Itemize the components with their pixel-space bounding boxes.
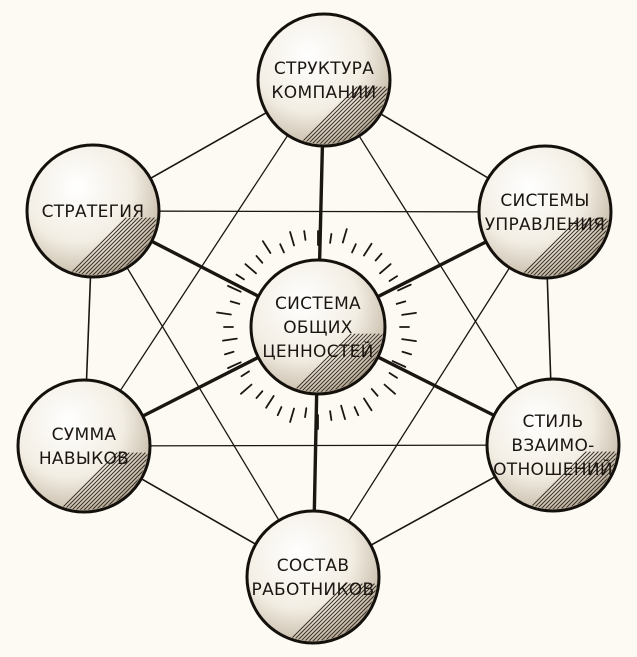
ray-mark [353, 406, 360, 417]
ray-mark [401, 312, 417, 316]
ray-mark [388, 275, 398, 282]
label-values-line-1: СИСТЕМА [275, 294, 361, 314]
ray-mark [255, 255, 264, 264]
ray-mark [289, 231, 295, 247]
ray-mark [401, 338, 417, 342]
ray-mark [395, 300, 407, 305]
label-staff-line-2: РАБОТНИКОВ [252, 580, 375, 600]
label-skills-line-1: СУММА [52, 425, 117, 445]
ray-mark [261, 240, 272, 254]
ray-mark [265, 395, 275, 409]
ray-mark [279, 243, 285, 254]
ray-mark [374, 252, 383, 262]
ray-mark [370, 388, 379, 397]
ray-mark [276, 406, 283, 417]
sphere-values [249, 258, 387, 396]
label-values-line-2: ОБЩИХ [283, 318, 353, 338]
edge-structure-style [323, 79, 554, 446]
sphere-skills [16, 378, 152, 514]
ray-mark [391, 360, 407, 368]
ray-mark [289, 407, 295, 423]
ray-mark [224, 350, 235, 356]
ray-mark [363, 242, 373, 257]
ray-mark [329, 410, 333, 421]
label-style-line-3: ОТНОШЕНИЙ [493, 458, 613, 480]
ray-mark [216, 311, 232, 316]
ray-mark [383, 383, 396, 395]
ray-mark [240, 370, 250, 378]
label-skills-line-2: НАВЫКОВ [39, 449, 129, 469]
edge-systems-staff [312, 211, 546, 578]
label-style-line-2: ВЗАИМО- [511, 436, 594, 456]
label-structure-line-2: КОМПАНИИ [271, 83, 376, 103]
edge-structure-skills [83, 79, 325, 447]
ray-mark [227, 284, 242, 293]
sphere-structure [256, 12, 392, 148]
label-structure-line-1: СТРУКТУРА [274, 59, 374, 79]
ray-mark [229, 300, 241, 305]
label-style-line-1: СТИЛЬ [523, 412, 584, 432]
sphere-style [485, 377, 621, 513]
node-style: СТИЛЬ ВЗАИМО-ОТНОШЕНИЙ [485, 377, 621, 513]
ray-mark [304, 407, 308, 418]
ray-mark [222, 337, 238, 342]
ray-mark [363, 397, 373, 412]
edge-style-skills [83, 444, 554, 447]
ray-mark [244, 263, 257, 275]
ray-mark [340, 404, 346, 421]
nodes-layer: СТРУКТУРА КОМПАНИИ СИСТЕМЫ УПРАВЛЕНИЯ СТИЛЬ В… [16, 12, 621, 645]
label-systems-line-2: УПРАВЛЕНИЯ [485, 215, 606, 235]
ray-mark [341, 228, 348, 244]
sphere-systems [477, 144, 613, 280]
radiance-rays [216, 228, 417, 430]
node-staff: СОСТАВ РАБОТНИКОВ [245, 509, 381, 645]
node-systems: СИСТЕМЫ УПРАВЛЕНИЯ [477, 144, 613, 280]
edge-systems-strategy [92, 210, 546, 213]
label-strategy-line-1: СТРАТЕГИЯ [42, 202, 145, 222]
ray-mark [240, 383, 253, 395]
ray-mark [397, 283, 412, 292]
sphere-staff [245, 509, 381, 645]
label-staff-line-1: СОСТАВ [277, 556, 350, 576]
ray-mark [255, 390, 264, 399]
sphere-strategy [25, 143, 161, 279]
ray-mark [227, 361, 242, 370]
ray-mark [329, 233, 333, 244]
ray-mark [401, 350, 412, 356]
ray-mark [351, 243, 357, 254]
ray-mark [303, 230, 307, 241]
edge-staff-strategy [92, 210, 314, 578]
ray-mark [235, 273, 245, 281]
label-systems-line-1: СИСТЕМЫ [500, 191, 589, 211]
ray-mark [388, 372, 398, 379]
label-values-line-3: ЦЕННОСТЕЙ [262, 340, 373, 362]
node-structure: СТРУКТУРА КОМПАНИИ [256, 12, 392, 148]
ray-mark [379, 263, 392, 275]
